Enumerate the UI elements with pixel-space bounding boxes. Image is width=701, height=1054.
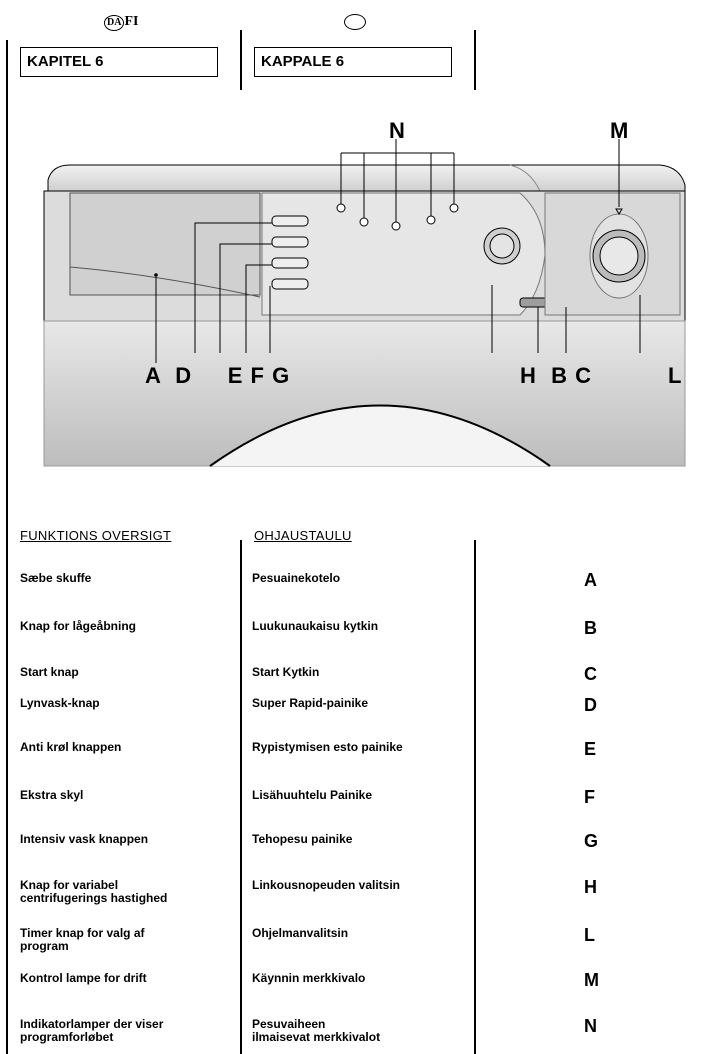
function-letter: C — [584, 664, 597, 684]
function-name-da: Knap for lågeåbning — [20, 619, 137, 633]
function-name-fi: Start Kytkin — [252, 665, 320, 679]
callout-m: M — [610, 118, 629, 143]
function-name-fi: Pesuvaiheen ilmaisevat merkkivalot — [252, 1017, 381, 1044]
control-panel-diagram: N M A D E F G H B C L — [40, 115, 690, 475]
callout-n: N — [389, 118, 405, 143]
function-letter: B — [584, 618, 597, 638]
page-left-rule — [6, 40, 8, 1054]
section-title-da: FUNKTIONS OVERSIGT — [20, 528, 172, 543]
function-letter: F — [584, 787, 595, 807]
function-letter: M — [584, 970, 599, 990]
function-name-da: Kontrol lampe for drift — [20, 971, 147, 985]
function-name-da: Ekstra skyl — [20, 788, 84, 802]
function-name-fi: Käynnin merkkivalo — [252, 971, 366, 985]
function-letter: A — [584, 570, 597, 590]
function-letter: D — [584, 695, 597, 715]
control-panel-illustration — [43, 139, 686, 467]
function-name-da: Sæbe skuffe — [20, 571, 92, 585]
callout-bottom-right: H B C — [520, 363, 592, 388]
function-letter: E — [584, 739, 597, 759]
column-divider-bottom — [240, 540, 242, 1054]
function-name-da: Indikatorlamper der viser programforløbe… — [20, 1017, 164, 1044]
language-code-fi: FI — [124, 14, 139, 29]
function-letter: G — [584, 831, 599, 851]
function-name-fi: Linkousnopeuden valitsin — [252, 878, 401, 892]
function-name-fi: Luukunaukaisu kytkin — [252, 619, 379, 633]
callout-l: L — [668, 363, 682, 388]
right-divider-top — [474, 30, 476, 90]
function-name-da: Lynvask-knap — [20, 696, 100, 710]
section-title-fi: OHJAUSTAULU — [254, 528, 352, 543]
column-divider-top — [240, 30, 242, 90]
function-name-da: Timer knap for valg af program — [20, 926, 145, 953]
language-marker-empty — [344, 14, 366, 30]
callout-bottom-left: A D E F G — [145, 363, 291, 388]
function-name-fi: Tehopesu painike — [252, 832, 353, 846]
function-letter: L — [584, 925, 595, 945]
function-name-da: Intensiv vask knappen — [20, 832, 149, 846]
function-name-fi: Ohjelmanvalitsin — [252, 926, 349, 940]
language-code-da: DA — [104, 15, 125, 31]
function-name-da: Start knap — [20, 665, 79, 679]
function-letter: N — [584, 1016, 597, 1036]
function-name-fi: Pesuainekotelo — [252, 571, 341, 585]
function-letter: H — [584, 877, 597, 897]
chapter-title-left: KAPITEL 6 — [20, 47, 218, 77]
function-name-da: Knap for variabel centrifugerings hastig… — [20, 878, 168, 905]
right-divider-bottom — [474, 540, 476, 1054]
function-name-fi: Lisähuuhtelu Painike — [252, 788, 373, 802]
function-name-fi: Super Rapid-painike — [252, 696, 369, 710]
chapter-title-right: KAPPALE 6 — [254, 47, 452, 77]
function-name-fi: Rypistymisen esto painike — [252, 740, 403, 754]
function-name-da: Anti krøl knappen — [20, 740, 122, 754]
